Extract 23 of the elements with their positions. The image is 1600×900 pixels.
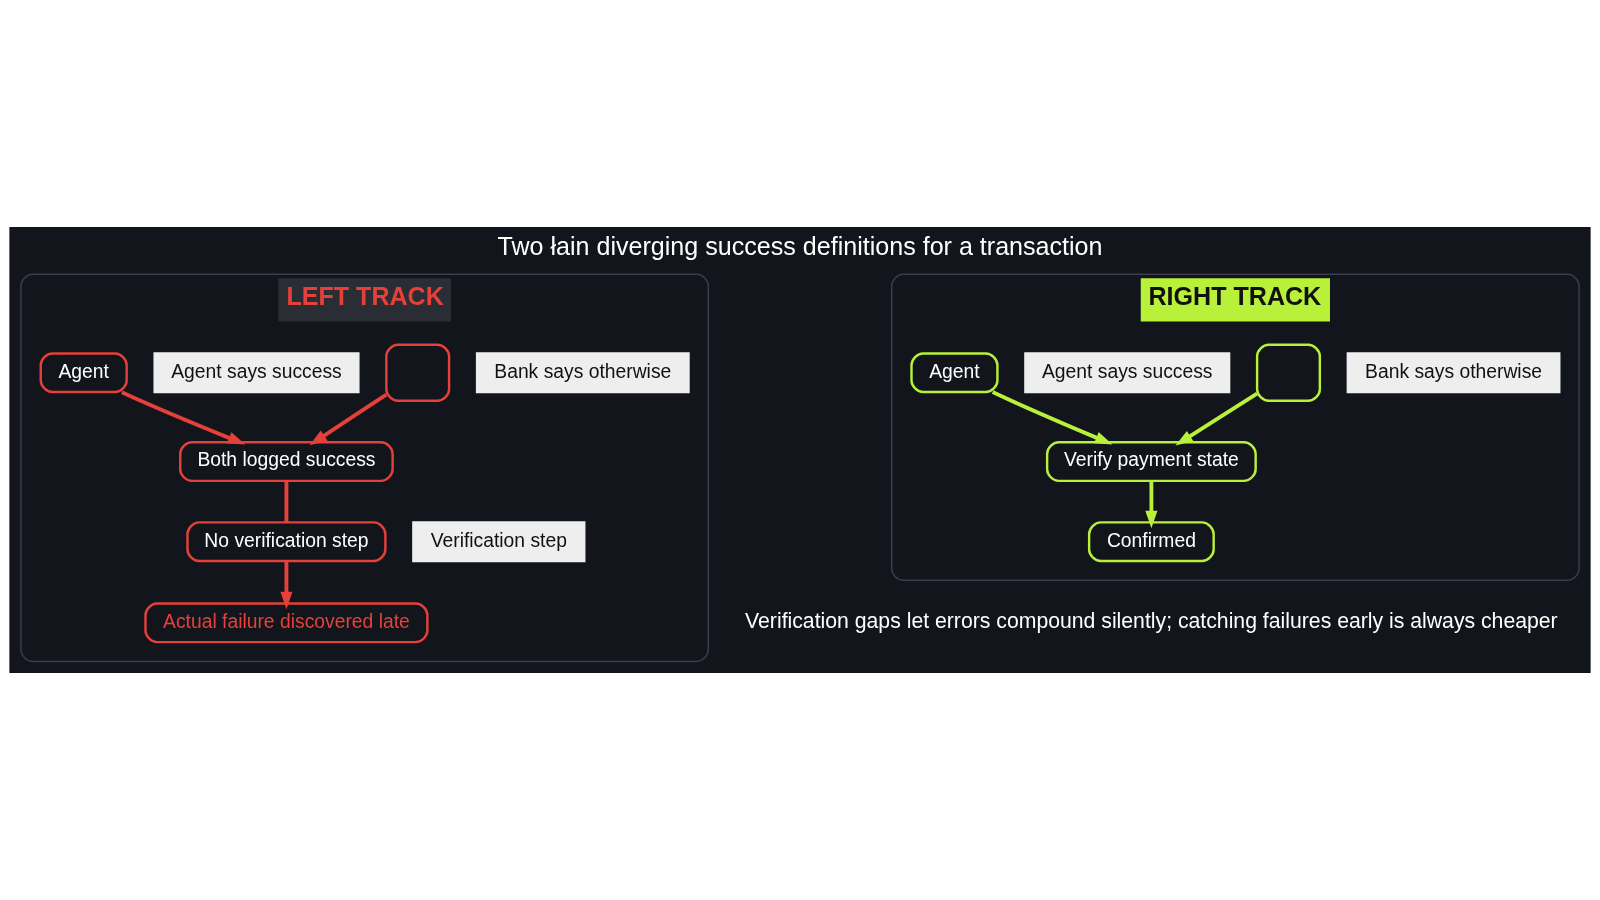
node-box: No verification step <box>186 521 387 563</box>
arrow <box>121 390 246 445</box>
arrow <box>1145 481 1158 529</box>
node-box: Agent <box>910 352 999 394</box>
node-box: Verify payment state <box>1045 441 1257 483</box>
node-box: Verification step <box>412 521 586 563</box>
node-box: Actual failure discovered late <box>144 602 429 644</box>
node-box <box>385 343 451 402</box>
node-box: Both logged success <box>179 441 394 483</box>
arrow <box>991 390 1113 445</box>
diagram-title: Two łain diverging success definitions for a transaction <box>497 231 1103 260</box>
connector <box>284 481 289 523</box>
caption: Verification gaps let errors compound silently; catching failures early is always cheaper <box>745 609 1558 633</box>
node-box: Agent <box>39 352 128 394</box>
node-box: Agent says success <box>153 352 360 394</box>
arrow <box>309 392 388 446</box>
arrow <box>280 561 293 610</box>
node-box <box>1255 343 1322 402</box>
node-box: Bank says otherwise <box>475 352 690 394</box>
node-box: Bank says otherwise <box>1346 352 1561 394</box>
node-box: Confirmed <box>1087 521 1215 563</box>
arrow <box>1175 392 1259 446</box>
node-box: Agent says success <box>1024 352 1231 394</box>
